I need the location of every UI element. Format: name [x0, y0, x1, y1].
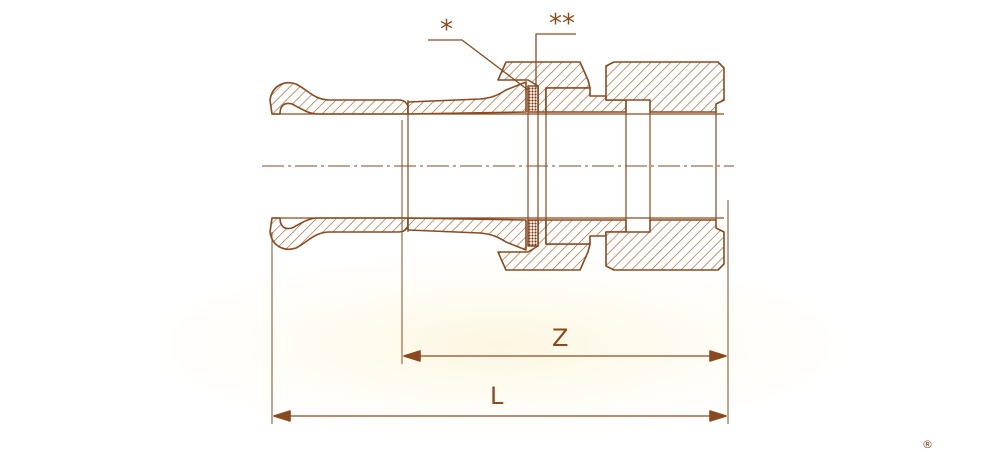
arrowhead-z-right: [709, 350, 727, 362]
body-wall-bottom: [407, 217, 527, 251]
label-single-star: *: [440, 15, 453, 45]
leader-single-star: [428, 39, 529, 91]
press-sleeve-wall-bottom: [269, 217, 409, 250]
label-dimension-l: L: [490, 382, 504, 410]
seal-top: [527, 85, 539, 113]
leader-double-star: [535, 33, 576, 88]
body-wall-top: [407, 81, 527, 115]
background-glow: [150, 250, 850, 440]
arrowhead-z-left: [403, 350, 421, 362]
label-double-star: **: [549, 9, 575, 39]
registered-mark: ®: [922, 438, 933, 450]
arrowhead-l-right: [709, 410, 727, 422]
threaded-end-bottom: [605, 219, 725, 271]
label-dimension-z: Z: [552, 324, 568, 352]
press-sleeve-wall-top: [269, 82, 409, 115]
seal-bottom: [527, 219, 539, 247]
threaded-end-top: [605, 61, 725, 113]
arrowhead-l-left: [273, 410, 291, 422]
